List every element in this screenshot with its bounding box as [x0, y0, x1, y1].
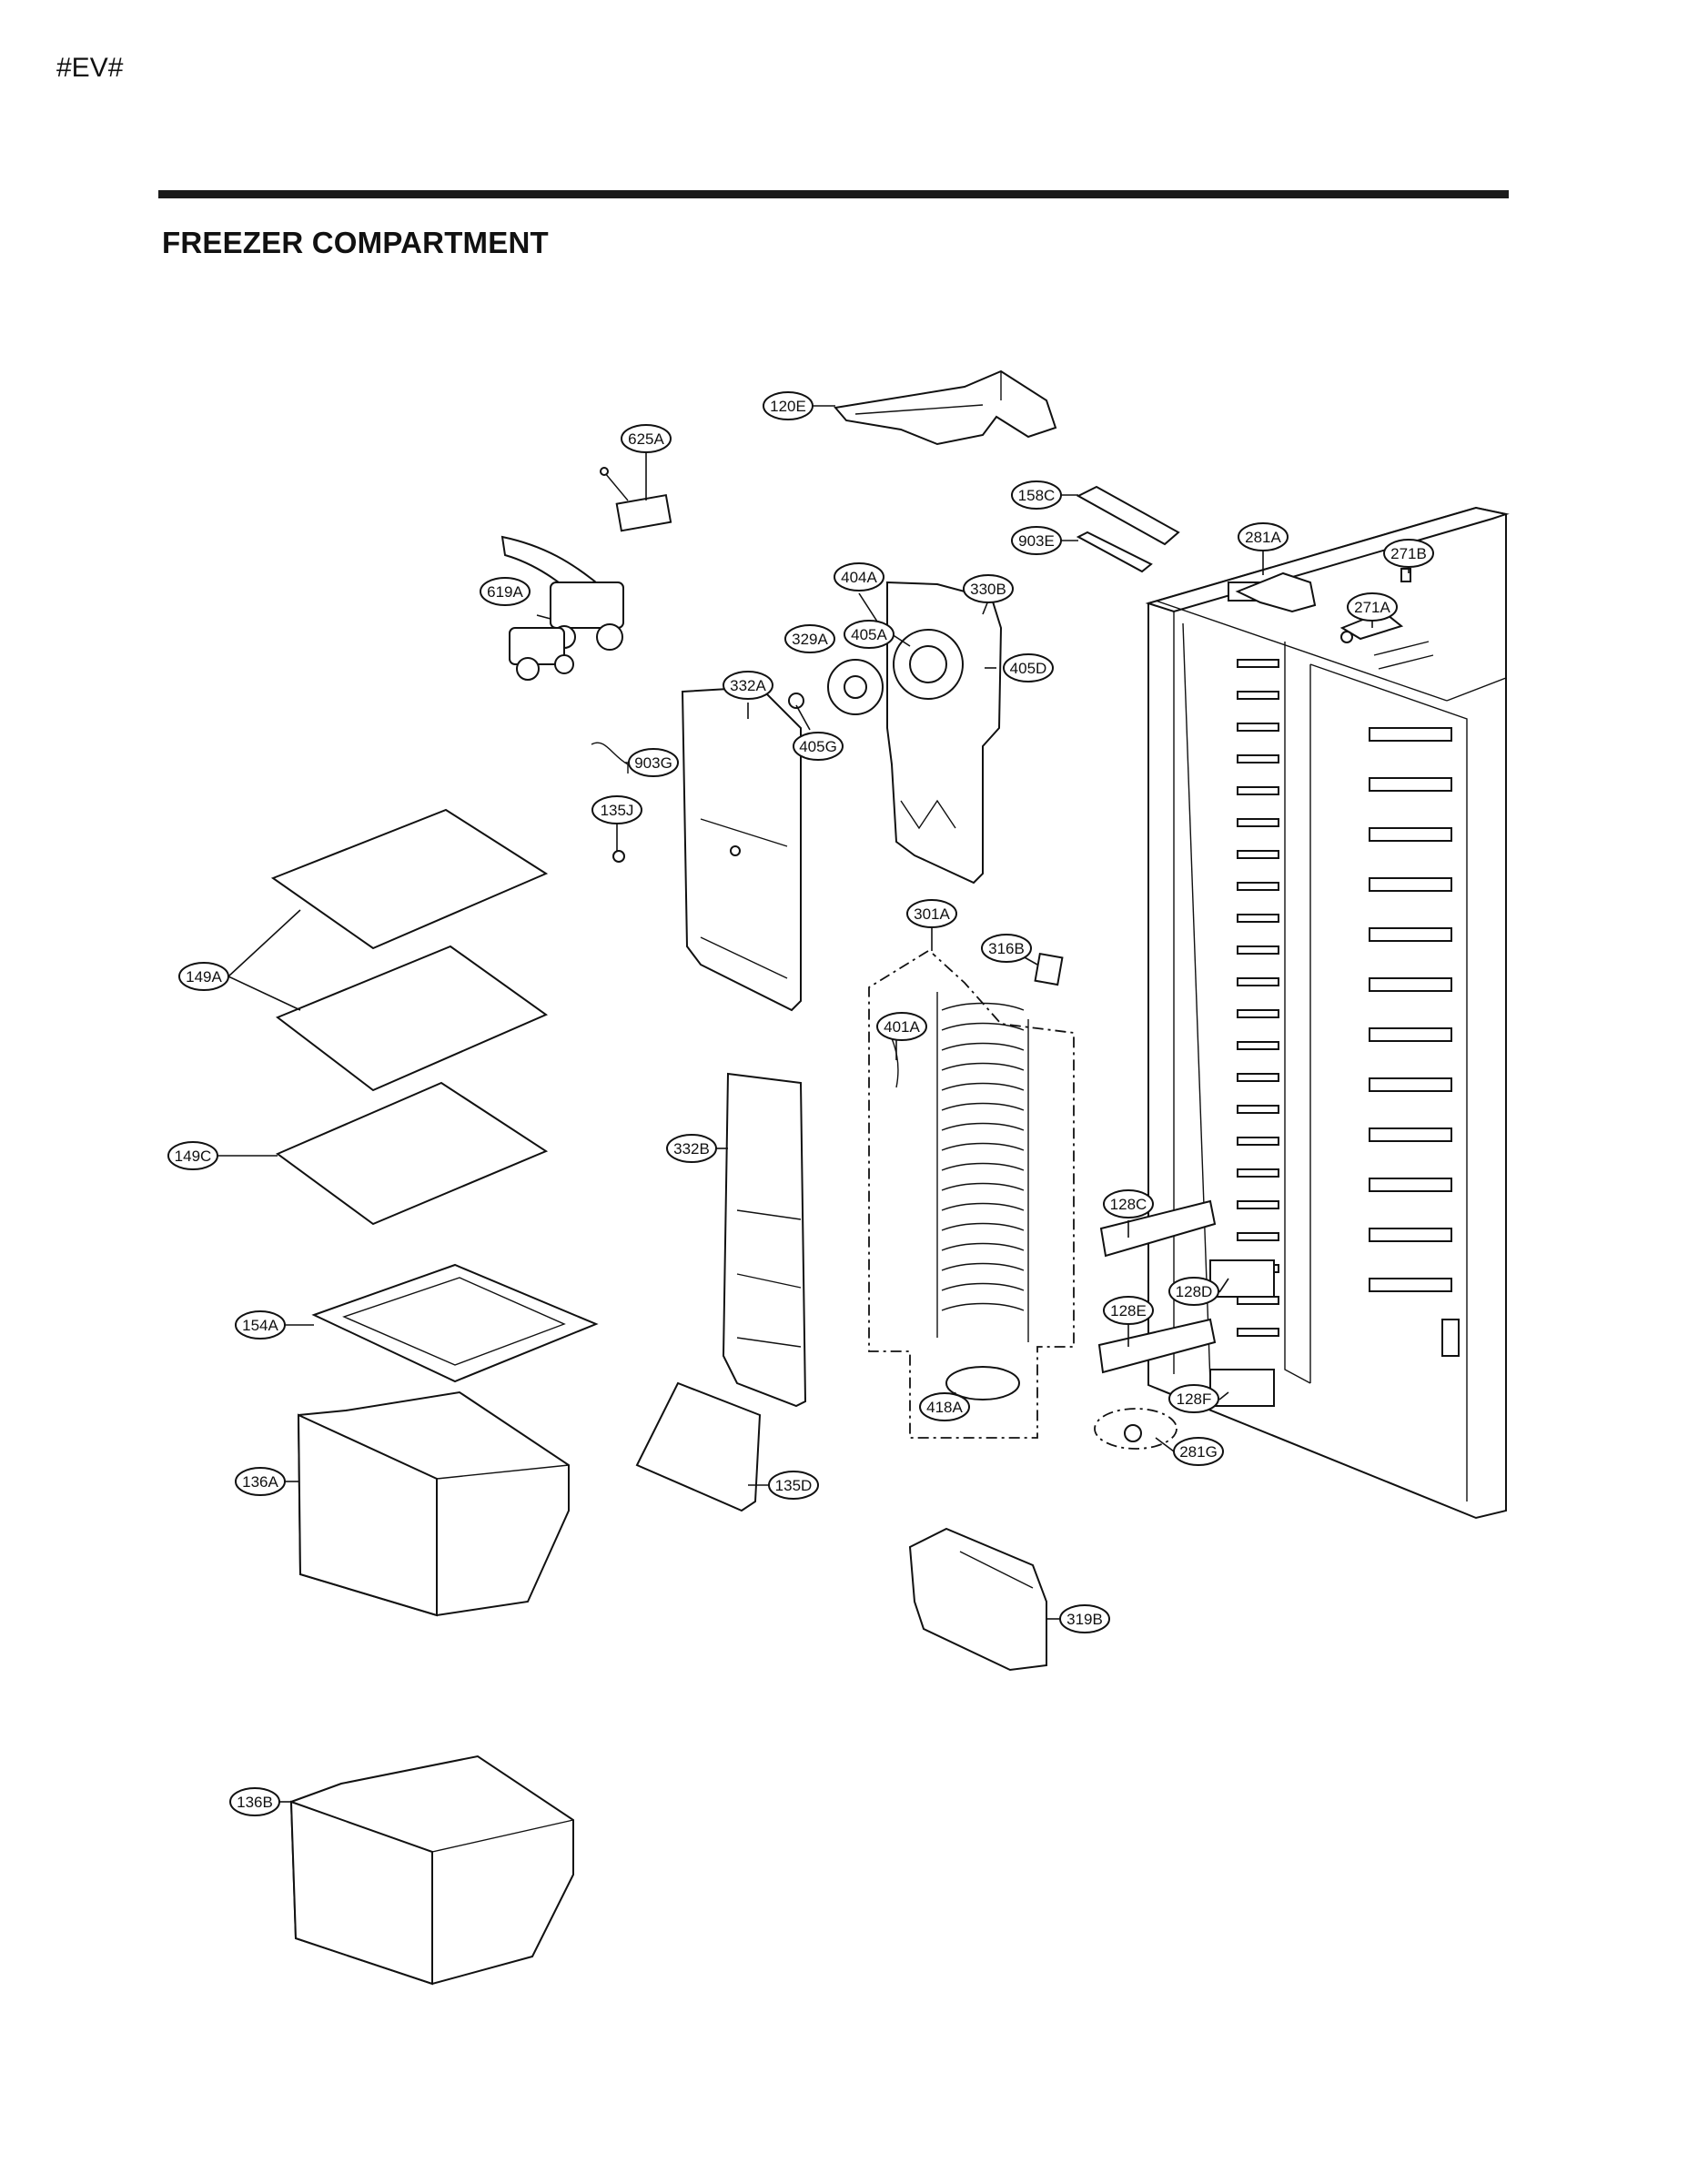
callout-903e: 903E — [1011, 526, 1062, 555]
callout-316b: 316B — [981, 934, 1032, 963]
callout-128c: 128C — [1103, 1189, 1154, 1218]
callout-625a: 625A — [621, 424, 672, 453]
svg-text:301A: 301A — [914, 905, 950, 923]
svg-text:401A: 401A — [884, 1018, 920, 1036]
evaporator-assembly — [868, 950, 1075, 1439]
water-valve — [500, 535, 624, 681]
svg-text:404A: 404A — [841, 569, 877, 586]
fan-assembly — [788, 581, 1003, 885]
callout-281g: 281G — [1173, 1437, 1224, 1466]
svg-text:135J: 135J — [601, 802, 634, 819]
callout-120e: 120E — [763, 391, 814, 420]
drawer-a — [297, 1390, 570, 1617]
callout-135d: 135D — [768, 1471, 819, 1500]
svg-text:136B: 136B — [237, 1794, 273, 1811]
svg-text:281G: 281G — [1179, 1443, 1218, 1461]
drain-pan-bracket — [908, 1527, 1047, 1672]
callout-136b: 136B — [229, 1787, 280, 1816]
harness — [591, 742, 629, 863]
page-code: #EV# — [56, 53, 124, 83]
svg-text:332A: 332A — [730, 677, 766, 694]
door-switch — [1094, 1408, 1178, 1450]
shelves — [270, 808, 549, 1226]
callout-332b: 332B — [666, 1134, 717, 1163]
callout-154a: 154A — [235, 1310, 286, 1340]
callout-332a: 332A — [723, 671, 773, 700]
svg-text:136A: 136A — [242, 1473, 278, 1491]
callout-319b: 319B — [1059, 1604, 1110, 1633]
svg-text:332B: 332B — [673, 1140, 710, 1158]
svg-text:149A: 149A — [186, 968, 222, 986]
freezer-cabinet — [1145, 506, 1510, 1520]
svg-text:418A: 418A — [926, 1399, 963, 1416]
lamp-cover — [1076, 485, 1180, 573]
callout-271a: 271A — [1347, 592, 1398, 622]
svg-text:271B: 271B — [1390, 545, 1427, 562]
drain-cover — [635, 1381, 762, 1512]
svg-text:330B: 330B — [970, 581, 1006, 598]
svg-text:405D: 405D — [1010, 660, 1047, 677]
title-rule — [158, 190, 1509, 198]
callout-903g: 903G — [628, 748, 679, 777]
callout-128f: 128F — [1168, 1384, 1219, 1413]
svg-text:128F: 128F — [1177, 1390, 1212, 1408]
callout-136a: 136A — [235, 1467, 286, 1496]
callout-149a: 149A — [178, 962, 229, 991]
svg-text:149C: 149C — [175, 1148, 212, 1165]
callout-401a: 401A — [876, 1012, 927, 1041]
crisper-cover-frame — [311, 1263, 599, 1383]
callout-128d: 128D — [1168, 1277, 1219, 1306]
svg-text:158C: 158C — [1018, 487, 1056, 504]
svg-text:271A: 271A — [1354, 599, 1390, 616]
callout-418a: 418A — [919, 1392, 970, 1421]
grille-fan-panel — [681, 685, 802, 1012]
damper-part — [600, 467, 672, 532]
callout-405a: 405A — [844, 620, 895, 649]
callout-149c: 149C — [167, 1141, 218, 1170]
section-title: FREEZER COMPARTMENT — [162, 226, 549, 259]
svg-text:316B: 316B — [988, 940, 1025, 957]
svg-text:154A: 154A — [242, 1317, 278, 1334]
svg-text:319B: 319B — [1066, 1611, 1103, 1628]
svg-text:120E: 120E — [770, 398, 806, 415]
svg-text:329A: 329A — [792, 631, 828, 648]
callout-405d: 405D — [1003, 653, 1054, 682]
svg-text:405G: 405G — [799, 738, 837, 755]
callout-301a: 301A — [906, 899, 957, 928]
svg-text:625A: 625A — [628, 430, 664, 448]
svg-text:128D: 128D — [1176, 1283, 1213, 1300]
svg-text:903G: 903G — [634, 754, 672, 772]
callout-158c: 158C — [1011, 480, 1062, 510]
svg-text:135D: 135D — [775, 1477, 813, 1494]
callout-405g: 405G — [793, 732, 844, 761]
callout-135j: 135J — [591, 795, 642, 824]
svg-text:128C: 128C — [1110, 1196, 1147, 1213]
callout-329a: 329A — [784, 624, 835, 653]
callout-labels: 120E 625A 158C 903E 281A 271B 271A 619A 404A 330B… — [167, 391, 1434, 1816]
callout-619a: 619A — [480, 577, 531, 606]
callout-128e: 128E — [1103, 1296, 1154, 1325]
callout-404a: 404A — [834, 562, 884, 592]
top-duct — [834, 369, 1057, 446]
svg-text:281A: 281A — [1245, 529, 1281, 546]
svg-text:903E: 903E — [1018, 532, 1055, 550]
drawer-b — [289, 1754, 574, 1986]
evaporator-cover — [722, 1072, 807, 1408]
callout-330b: 330B — [963, 574, 1014, 603]
callout-271b: 271B — [1383, 539, 1434, 568]
svg-text:405A: 405A — [851, 626, 887, 643]
svg-text:619A: 619A — [487, 583, 523, 601]
svg-text:128E: 128E — [1110, 1302, 1147, 1320]
callout-281a: 281A — [1238, 522, 1289, 551]
